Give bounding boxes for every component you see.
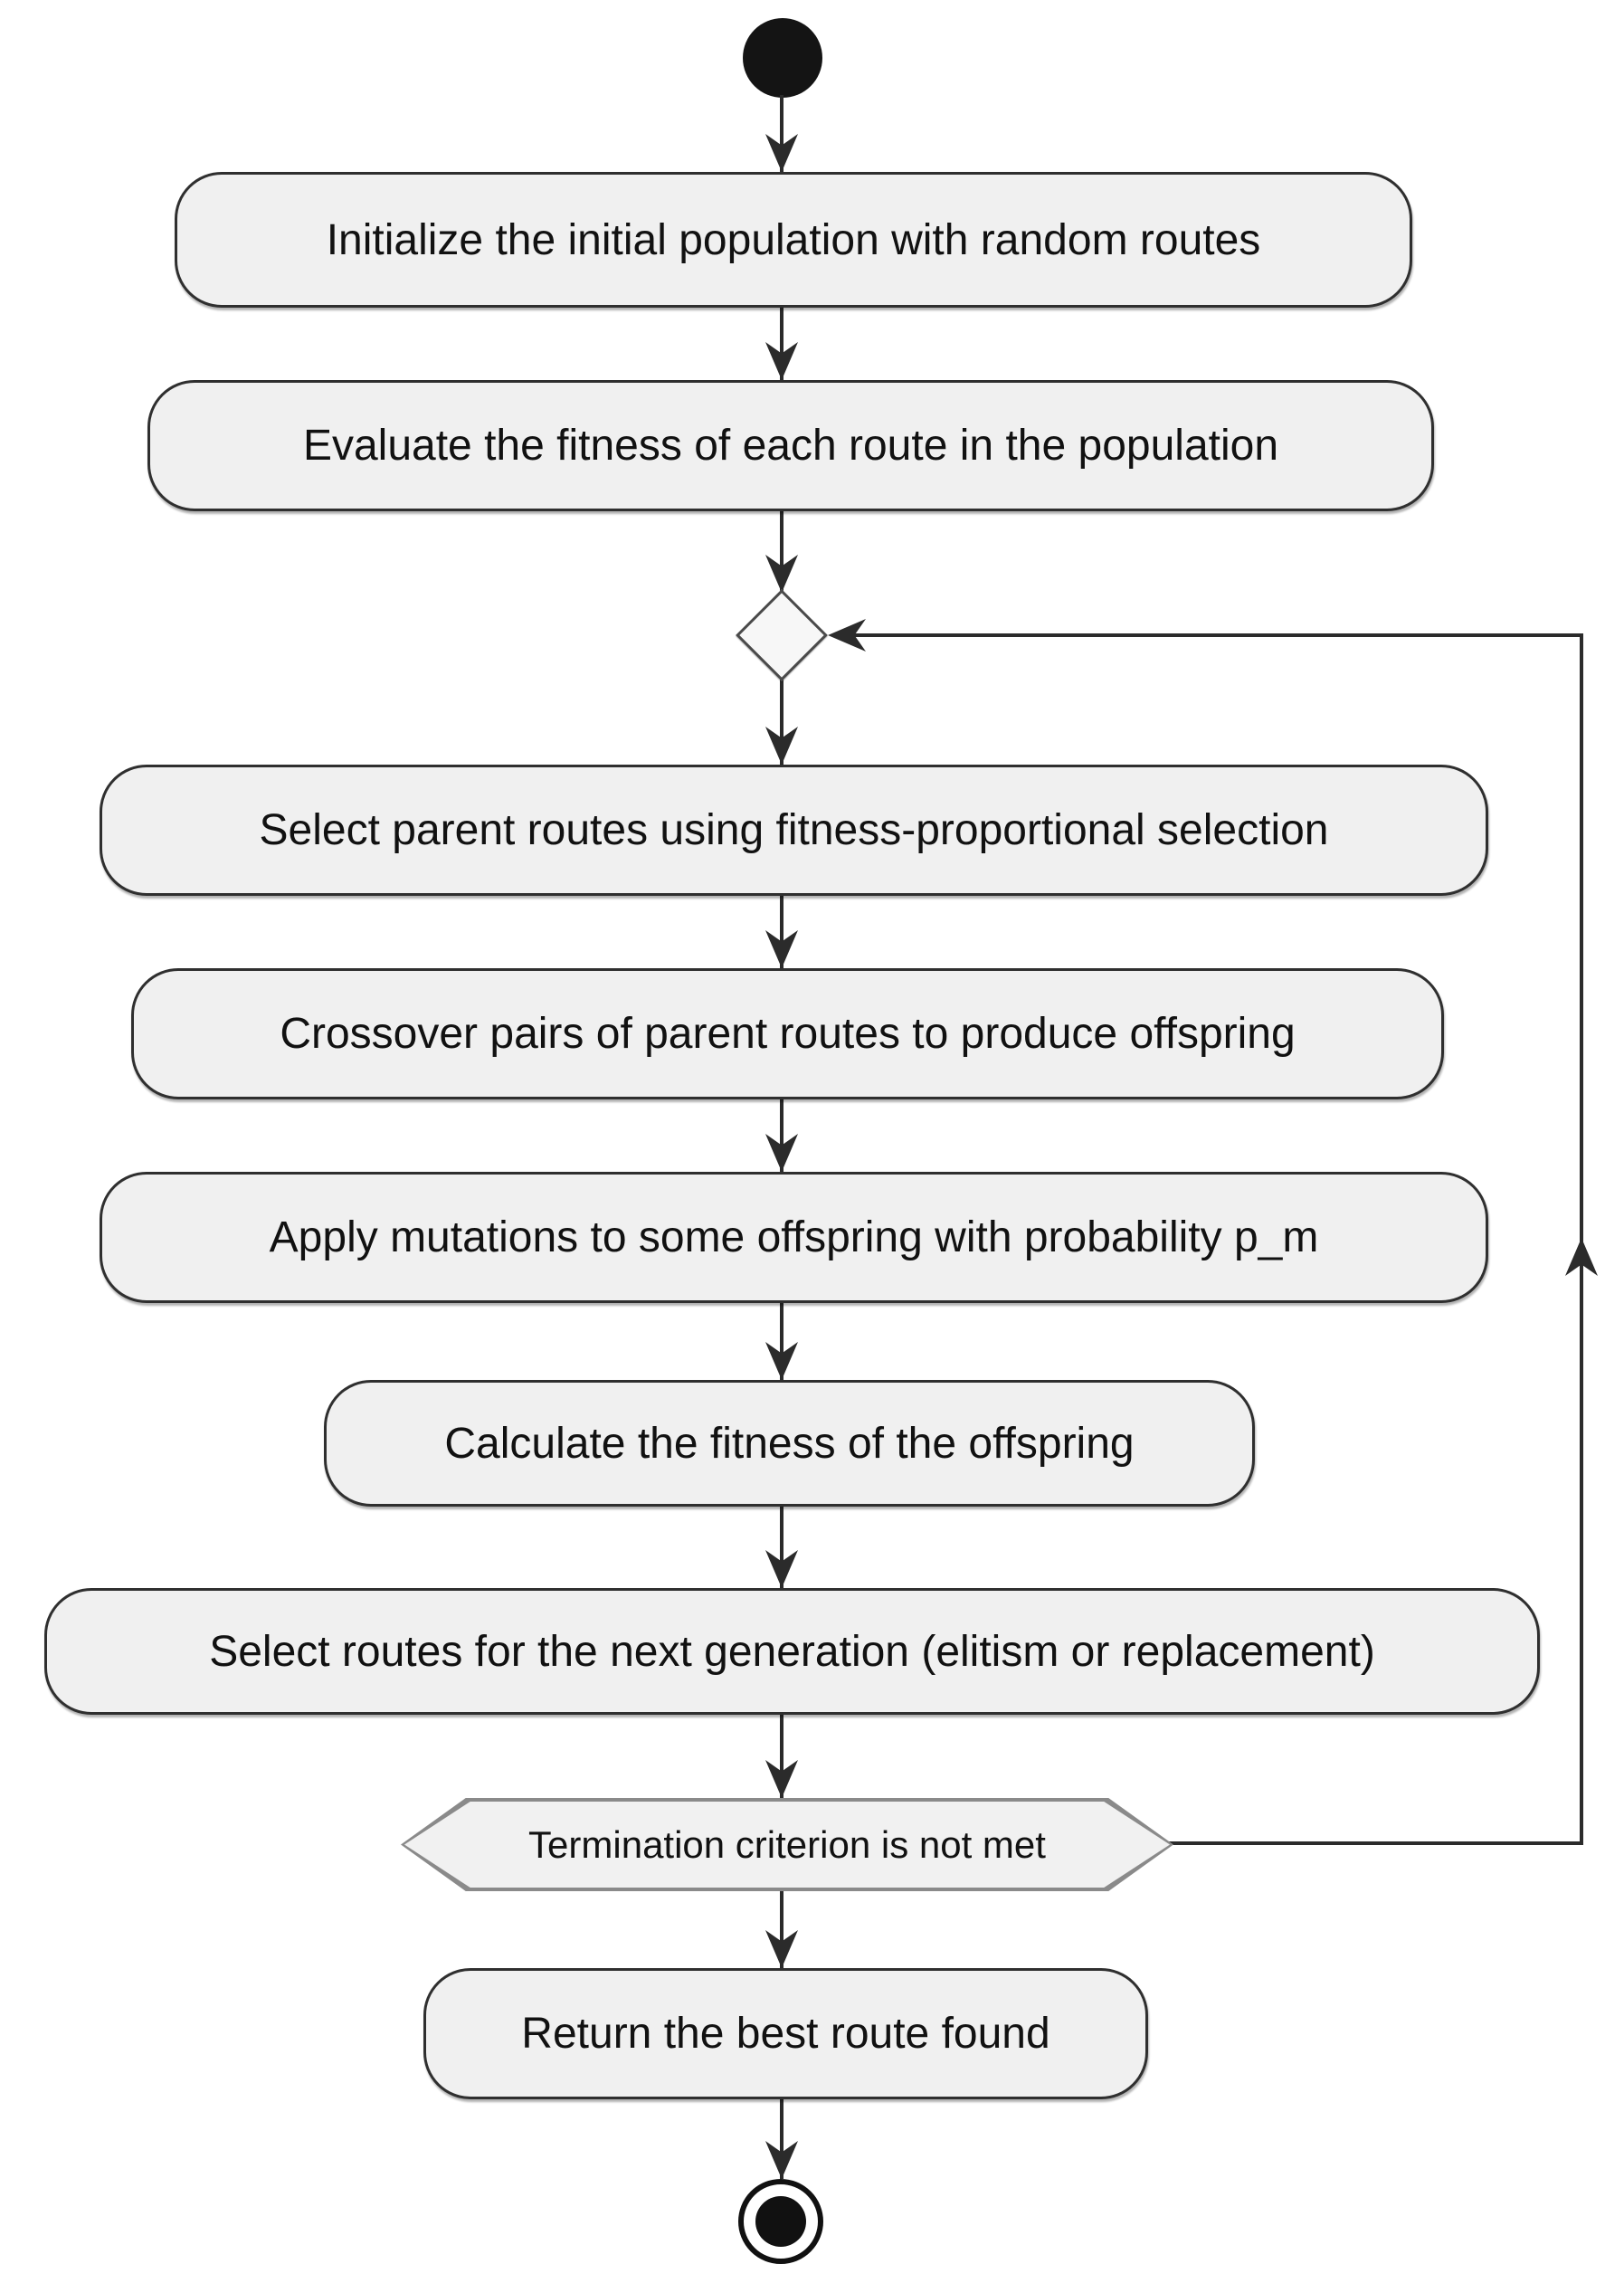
end-node [738, 2179, 823, 2264]
activity-label: Initialize the initial population with r… [326, 215, 1261, 264]
activity-label: Select parent routes using fitness-propo… [259, 806, 1329, 854]
activity-label: Apply mutations to some offspring with p… [269, 1213, 1319, 1261]
flow-connector [780, 509, 784, 591]
loopback-connector-top [841, 633, 1583, 637]
flow-connector [780, 894, 784, 968]
activity-label: Return the best route found [521, 2010, 1050, 2058]
flow-connector [780, 2098, 784, 2179]
flow-connector [780, 1713, 784, 1798]
end-node-inner-dot [755, 2196, 806, 2247]
flow-connector [780, 1889, 784, 1968]
flow-connector [780, 679, 784, 765]
activity-crossover: Crossover pairs of parent routes to prod… [131, 968, 1444, 1099]
activity-select-parents: Select parent routes using fitness-propo… [100, 765, 1488, 896]
activity-label: Crossover pairs of parent routes to prod… [280, 1010, 1296, 1058]
activity-apply-mutations: Apply mutations to some offspring with p… [100, 1172, 1488, 1303]
activity-evaluate-fitness: Evaluate the fitness of each route in th… [147, 380, 1434, 511]
start-node [743, 18, 822, 98]
activity-next-generation: Select routes for the next generation (e… [44, 1588, 1540, 1715]
activity-label: Evaluate the fitness of each route in th… [302, 422, 1279, 470]
flow-connector [780, 306, 784, 380]
flow-connector [780, 95, 784, 172]
condition-label: Termination criterion is not met [528, 1822, 1046, 1866]
flow-connector [780, 1505, 784, 1588]
activity-offspring-fitness: Calculate the fitness of the offspring [324, 1380, 1255, 1507]
activity-label: Select routes for the next generation (e… [209, 1627, 1375, 1676]
activity-initialize-population: Initialize the initial population with r… [175, 172, 1412, 308]
condition-termination-hexagon: Termination criterion is not met [401, 1798, 1173, 1891]
activity-return-best-route: Return the best route found [423, 1968, 1148, 2099]
loopback-connector-bottom [1167, 1841, 1583, 1845]
activity-label: Calculate the fitness of the offspring [444, 1419, 1135, 1468]
condition-termination-hexagon-fill: Termination criterion is not met [404, 1802, 1170, 1888]
decision-merge-node [736, 589, 828, 681]
flow-connector [780, 1098, 784, 1172]
flow-connector [780, 1301, 784, 1380]
